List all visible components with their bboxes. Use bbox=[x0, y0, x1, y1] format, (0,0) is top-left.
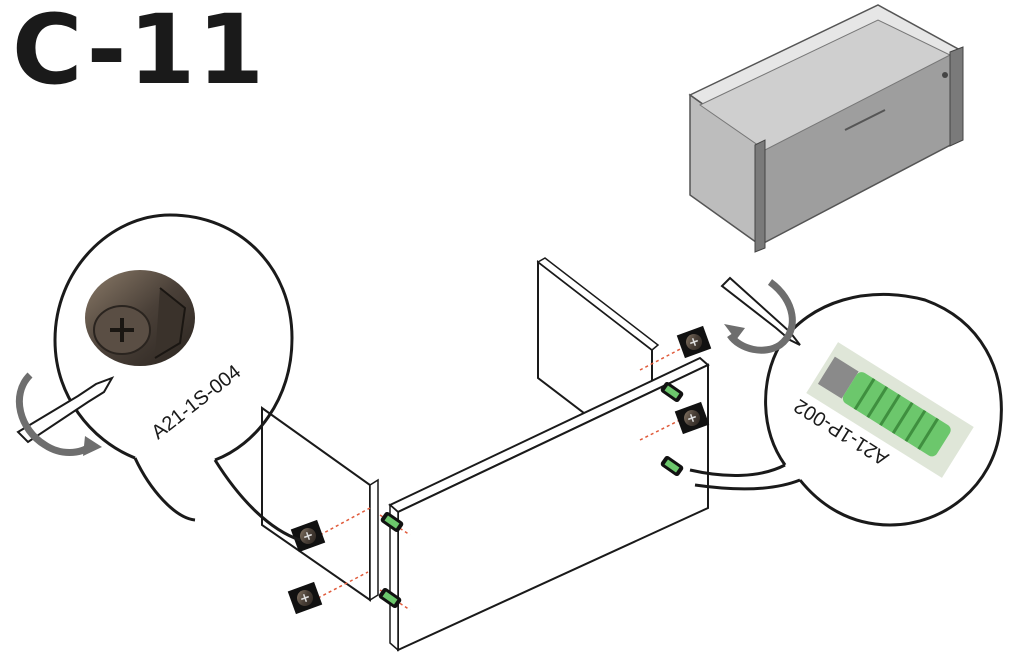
cam-dowel-enlarged-icon bbox=[806, 342, 974, 478]
rotate-arrow-icon bbox=[15, 372, 102, 456]
cam-lock-part-code: A21-1S-004 bbox=[148, 361, 246, 444]
long-drawer-panel bbox=[388, 356, 710, 652]
rotate-arrow-icon bbox=[724, 279, 796, 354]
left-side-panel bbox=[261, 406, 379, 602]
finished-drawer-illustration bbox=[688, 4, 964, 253]
cam-lock-icon bbox=[287, 325, 712, 615]
step-title: C-11 bbox=[12, 0, 267, 106]
cam-lock-enlarged-icon bbox=[85, 270, 195, 366]
cam-dowel-icon bbox=[378, 381, 684, 609]
screwdriver-icon bbox=[16, 376, 115, 444]
